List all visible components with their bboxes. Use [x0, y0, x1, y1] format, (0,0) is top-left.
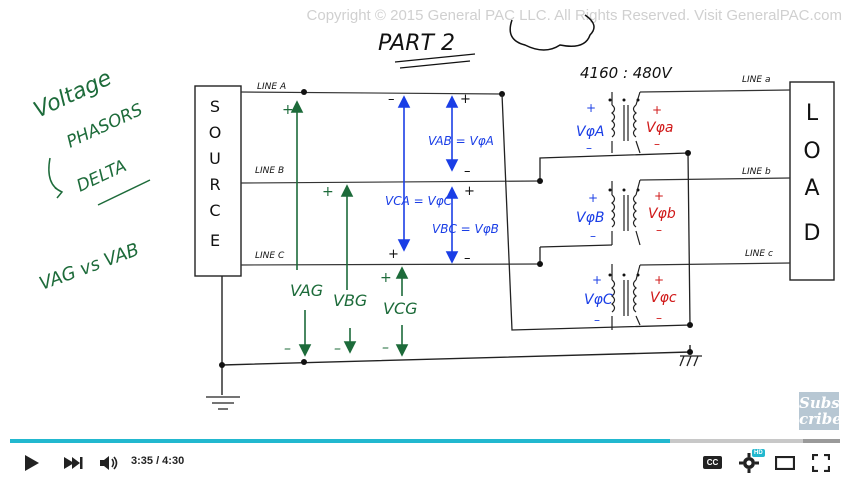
ground-arrows [290, 100, 409, 357]
line-label-a-load: LINE a [742, 75, 770, 85]
line-label-b-load: LINE b [742, 167, 771, 177]
load-lines [639, 89, 791, 266]
fullscreen-icon [812, 454, 830, 472]
svg-text:–: – [590, 229, 596, 243]
settings-button[interactable] [738, 452, 760, 474]
source-box [194, 85, 242, 277]
svg-text:+: + [654, 189, 664, 203]
note-voltage: Voltage [30, 66, 116, 124]
secondary-label-c: Vφc [650, 290, 677, 306]
load-box [789, 81, 835, 281]
theater-button[interactable] [774, 454, 796, 472]
delta-label-vbc: VBC = VφB [432, 222, 499, 236]
load-letter: A [804, 176, 819, 201]
cloud-scribble [509, 14, 595, 51]
progress-bar[interactable] [10, 439, 840, 443]
svg-text:+: + [586, 101, 596, 115]
volume-button[interactable] [98, 454, 120, 472]
primary-label-b: VφB [576, 210, 604, 226]
svg-text:+: + [588, 191, 598, 205]
source-letter: O [209, 123, 222, 142]
delta-arrows [397, 95, 459, 264]
arrow-hook [48, 157, 64, 199]
source-letter: U [209, 149, 221, 168]
load-ground-symbol [679, 355, 702, 367]
time-display: 3:35 / 4:30 [131, 455, 185, 467]
title-underline [394, 53, 476, 69]
source-lines [240, 91, 541, 266]
ground-label-vbg: VBG [333, 291, 367, 310]
svg-text:–: – [654, 137, 660, 151]
svg-text:+: + [652, 103, 662, 117]
ground-label-vcg: VCG [383, 299, 418, 318]
svg-text:+: + [592, 273, 602, 287]
primary-label-a: VφA [576, 124, 604, 140]
fullscreen-button[interactable] [810, 453, 832, 473]
theater-icon [775, 456, 795, 470]
next-icon [64, 457, 83, 469]
svg-text:–: – [586, 141, 592, 155]
secondary-label-b: Vφb [648, 206, 676, 222]
play-icon [25, 455, 39, 471]
svg-text:–: – [656, 223, 662, 237]
hd-badge: HD [752, 449, 765, 457]
svg-text:–: – [284, 341, 291, 357]
svg-text:+: + [322, 184, 334, 200]
delta-underline [97, 179, 151, 206]
svg-text:–: – [594, 313, 600, 327]
player-controls: 3:35 / 4:30 CC HD [0, 446, 850, 480]
secondary-label-a: Vφa [646, 120, 673, 136]
primary-label-c: VφC [584, 292, 613, 308]
ground-label-vag: VAG [290, 281, 323, 300]
svg-text:+: + [460, 92, 471, 107]
title: PART 2 [378, 31, 455, 56]
source-letter: R [209, 175, 220, 194]
next-button[interactable] [62, 454, 84, 472]
played-fill [10, 439, 670, 443]
load-letter: O [803, 139, 820, 164]
note-phasors: PHASORS [64, 100, 146, 153]
svg-text:–: – [388, 92, 395, 107]
svg-text:+: + [654, 273, 664, 287]
captions-icon[interactable]: CC [703, 456, 722, 469]
svg-text:–: – [656, 311, 662, 325]
svg-text:–: – [464, 251, 471, 266]
transformers [611, 91, 641, 330]
volume-icon [100, 456, 118, 470]
video-area[interactable]: Copyright © 2015 General PAC LLC. All Ri… [0, 0, 850, 440]
whiteboard-drawing: PART 2 Voltage PHASORS DELTA VAG vs VAB … [30, 14, 835, 410]
svg-text:–: – [464, 164, 471, 179]
subscribe-button[interactable]: Subs cribe [799, 392, 842, 430]
svg-text:+: + [388, 247, 399, 262]
line-label-a: LINE A [257, 82, 286, 92]
svg-text:–: – [334, 341, 341, 357]
delta-label-vca: VCA = VφC [385, 194, 453, 208]
load-letter: L [806, 101, 819, 126]
svg-text:+: + [380, 270, 392, 286]
settings-icon [739, 453, 759, 473]
source-letter: C [209, 201, 220, 220]
note-delta: DELTA [74, 156, 130, 196]
source-letter: S [210, 97, 220, 116]
line-label-b: LINE B [255, 166, 284, 176]
source-letter: E [210, 231, 220, 250]
note-vag-vs-vab: VAG vs VAB [37, 239, 142, 295]
load-letter: D [804, 221, 821, 246]
svg-text:–: – [382, 340, 389, 356]
copyright-watermark: Copyright © 2015 General PAC LLC. All Ri… [306, 7, 842, 24]
svg-text:+: + [464, 184, 475, 199]
transformer-ratio: 4160 : 480V [580, 64, 673, 82]
line-label-c-load: LINE c [745, 249, 773, 259]
delta-label-vab: VAB = VφA [428, 134, 494, 148]
svg-text:+: + [282, 102, 294, 118]
line-label-c: LINE C [255, 251, 285, 261]
play-button[interactable] [22, 453, 42, 473]
ground-symbol [206, 396, 240, 410]
